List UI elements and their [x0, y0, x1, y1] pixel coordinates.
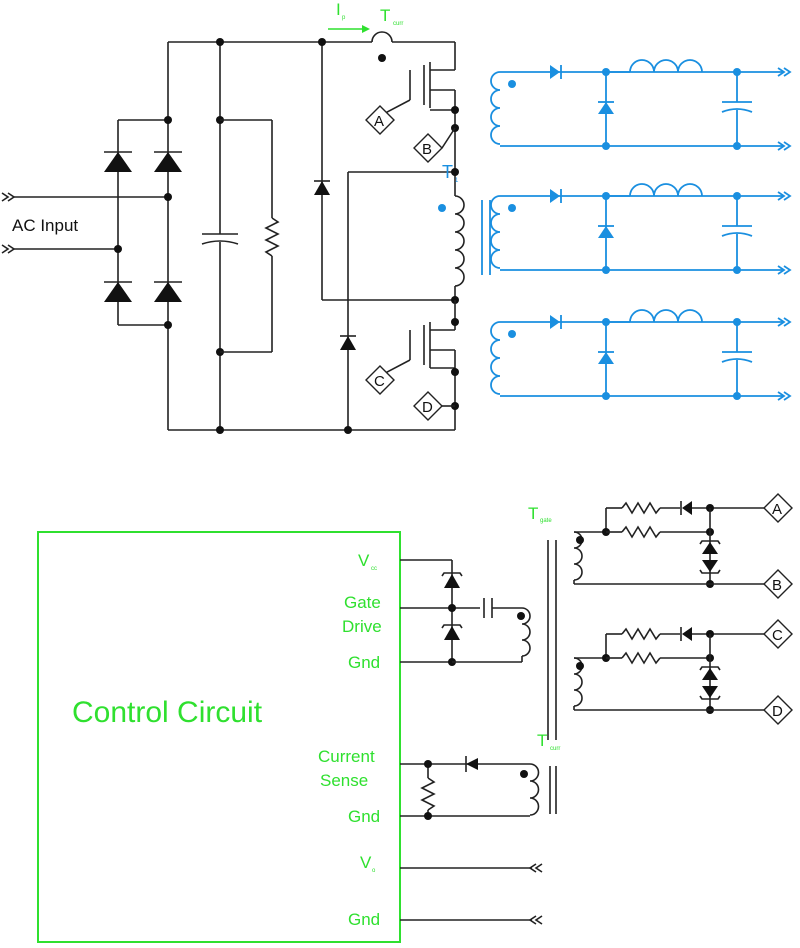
secondary-stage-3 — [490, 309, 792, 401]
mosfet-lower-2 — [430, 350, 459, 430]
gate-tag-a: A — [772, 501, 782, 518]
tcurr-label-bottom: T — [537, 731, 547, 750]
bridge-diode-1 — [104, 151, 132, 172]
tgate-sub: gate — [540, 518, 552, 524]
bleeder-resistor — [220, 119, 280, 353]
vo-label: V — [360, 853, 372, 872]
switch-tag-a: A — [365, 105, 395, 135]
current-sense-network — [400, 756, 557, 820]
gate-drive-network — [400, 540, 557, 740]
control-circuit-label: Control Circuit — [72, 696, 263, 729]
ip-sub: p — [342, 15, 346, 21]
vcc-sub: cc — [371, 566, 377, 572]
switch-tag-d-label: D — [422, 399, 433, 416]
ac-input-label: AC Input — [12, 216, 78, 235]
clamp-diode-lower — [340, 172, 356, 434]
gate-label: Gate — [344, 593, 381, 612]
gnd-label-2: Gnd — [348, 807, 380, 826]
t1-label: T — [442, 162, 453, 182]
gate-tag-d: D — [772, 703, 783, 720]
gate-tag-c: C — [772, 627, 783, 644]
gnd-output-line — [400, 915, 543, 925]
secondary-stage-2 — [490, 183, 792, 275]
t1-sub: 1 — [455, 178, 459, 184]
switch-tag-c-label: C — [374, 373, 385, 390]
gnd-label-1: Gnd — [348, 653, 380, 672]
drive-label: Drive — [342, 617, 382, 636]
t1-core — [481, 200, 491, 275]
switch-tag-a-label: A — [374, 113, 384, 130]
t1-primary-winding — [348, 168, 465, 304]
sense-label: Sense — [320, 771, 368, 790]
vo-sub: o — [372, 868, 376, 874]
vo-output-line — [400, 863, 543, 873]
gnd-label-3: Gnd — [348, 910, 380, 929]
current-transformer-primary — [371, 31, 455, 62]
bridge-rectifier — [104, 42, 182, 430]
current-label: Current — [318, 747, 375, 766]
mosfet-lower-1 — [371, 300, 459, 381]
primary-circuit: AC Input — [1, 0, 491, 434]
switch-tag-b: B — [413, 127, 456, 163]
switch-tag-c: C — [365, 365, 395, 395]
control-circuit-box — [37, 531, 401, 943]
vcc-label: V — [358, 551, 370, 570]
bridge-diode-2 — [154, 151, 182, 172]
gate-secondary-1: AB — [573, 493, 793, 599]
ip-label: I — [336, 0, 341, 19]
ac-input-terminals — [1, 192, 168, 254]
secondary-outputs — [490, 59, 792, 401]
mosfet-upper-1 — [371, 42, 456, 121]
gate-secondary-2: CD — [573, 619, 793, 725]
secondary-stage-1 — [490, 59, 792, 151]
switch-tag-d: D — [413, 391, 455, 421]
tgate-label: T — [528, 504, 538, 523]
ip-arrow — [328, 25, 370, 33]
switch-tag-b-label: B — [422, 141, 432, 158]
bridge-diode-3 — [104, 281, 132, 302]
tcurr-sub-bottom: curr — [550, 746, 560, 752]
tcurr-label-top: T — [380, 6, 390, 25]
gate-tag-b: B — [772, 577, 782, 594]
tcurr-sub-top: curr — [393, 21, 403, 27]
control-circuit: Control Circuit V cc Gate Drive Gnd Curr… — [37, 531, 401, 943]
bulk-capacitor — [201, 38, 239, 434]
clamp-diode-upper — [314, 38, 455, 301]
bridge-diode-4 — [154, 281, 182, 302]
